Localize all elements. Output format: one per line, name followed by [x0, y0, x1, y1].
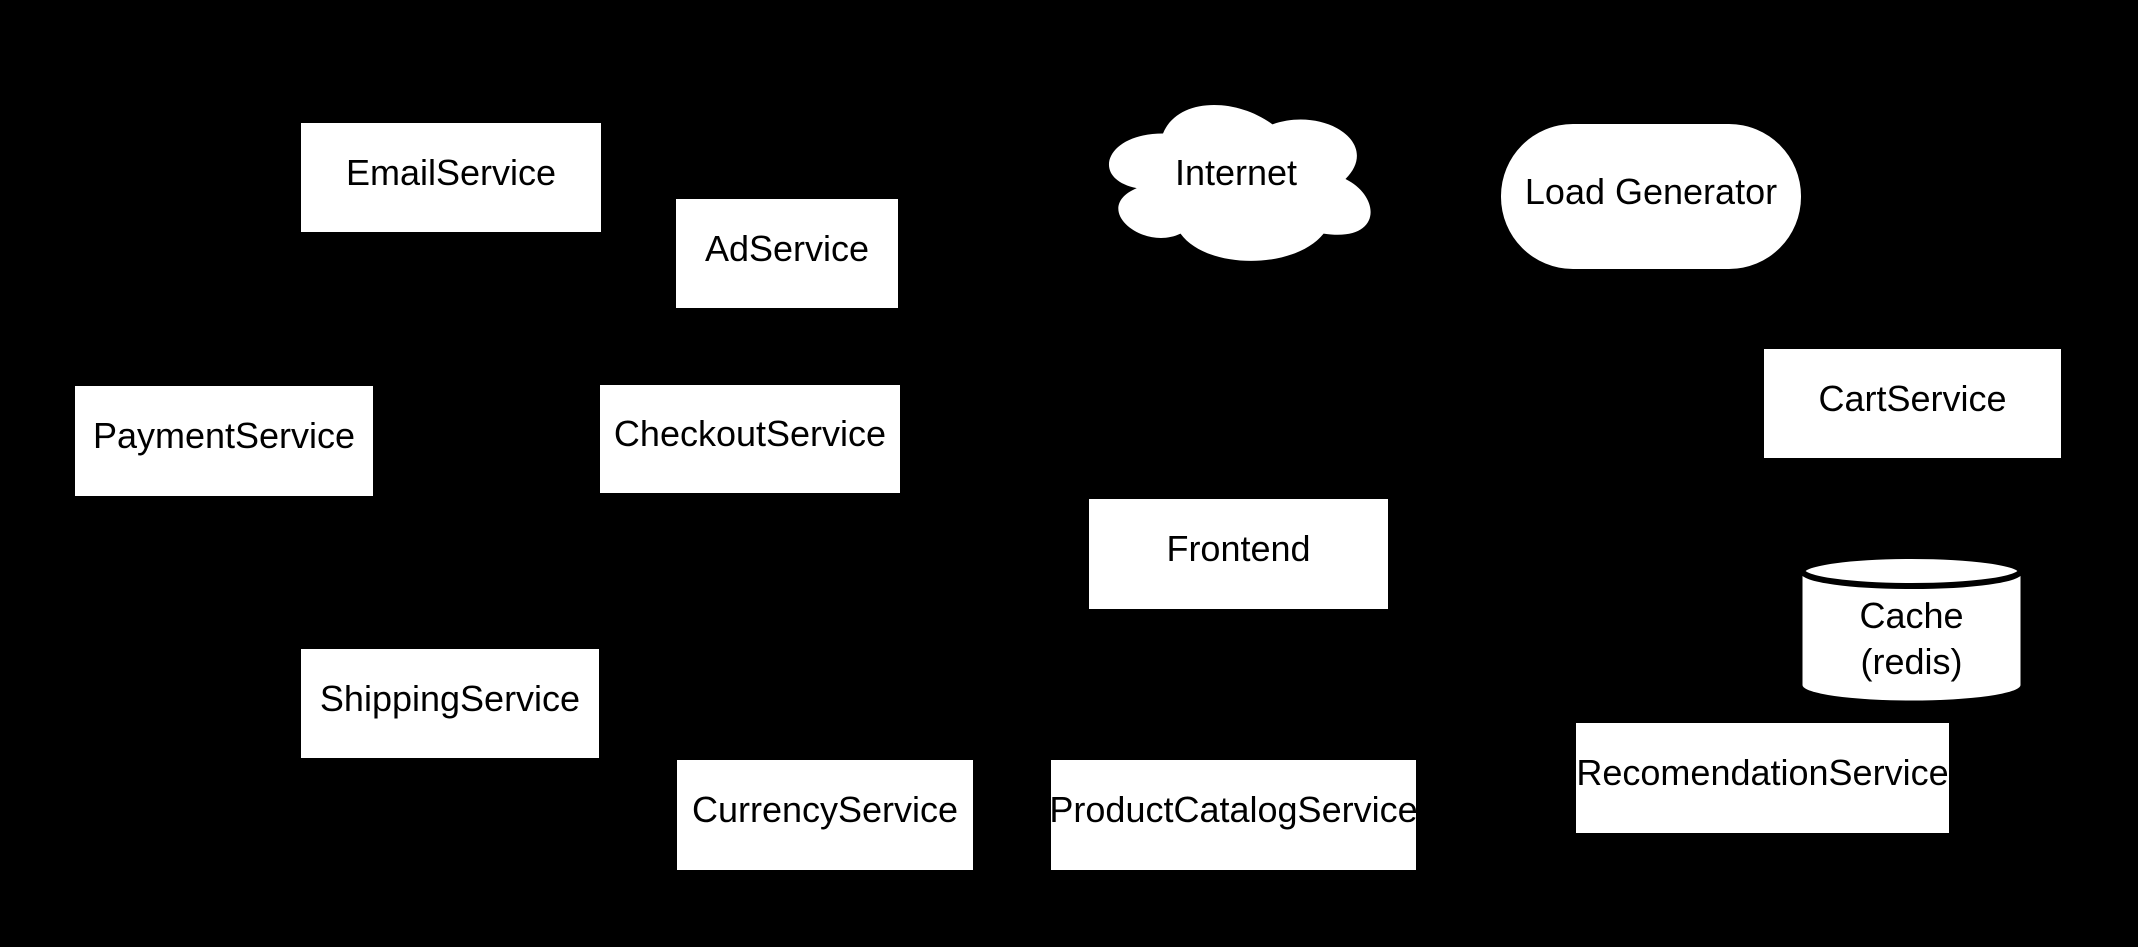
node-recomendationservice-label: RecomendationService: [1576, 752, 1949, 793]
node-recomendationservice: RecomendationService: [1576, 723, 1949, 833]
database-cylinder-icon: [1800, 553, 2023, 701]
node-productcatalogservice-label: ProductCatalogService: [1049, 789, 1418, 830]
node-productcatalogservice: ProductCatalogService: [1049, 760, 1418, 870]
node-cache-redis-label: Cache (redis): [1800, 564, 2023, 714]
node-cartservice: CartService: [1764, 349, 2061, 458]
node-load-generator: Load Generator: [1501, 124, 1801, 269]
node-internet-label: Internet: [1174, 152, 1298, 193]
node-frontend-label: Frontend: [1166, 528, 1311, 569]
cache-label-line2: (redis): [1860, 641, 1963, 682]
node-currencyservice: CurrencyService: [677, 760, 973, 870]
node-frontend: Frontend: [1089, 499, 1388, 609]
node-paymentservice: PaymentService: [75, 386, 373, 496]
node-checkoutservice: CheckoutService: [600, 385, 900, 493]
node-adservice: AdService: [676, 199, 898, 308]
node-emailservice: EmailService: [301, 123, 601, 232]
node-adservice-label: AdService: [704, 227, 870, 269]
node-cache-redis: Cache (redis): [1800, 553, 2023, 703]
node-paymentservice-label: PaymentService: [92, 415, 356, 456]
node-shippingservice-label: ShippingService: [319, 677, 581, 719]
node-emailservice-label: EmailService: [345, 151, 557, 193]
node-currencyservice-label: CurrencyService: [691, 789, 959, 830]
node-internet: Internet: [1090, 88, 1382, 270]
cache-label-line1: Cache: [1859, 595, 1964, 636]
node-cartservice-label: CartService: [1818, 377, 2007, 419]
cloud-icon: [1108, 104, 1371, 261]
node-load-generator-label: Load Generator: [1524, 170, 1778, 212]
node-shippingservice: ShippingService: [301, 649, 599, 758]
node-checkoutservice-label: CheckoutService: [613, 413, 887, 454]
